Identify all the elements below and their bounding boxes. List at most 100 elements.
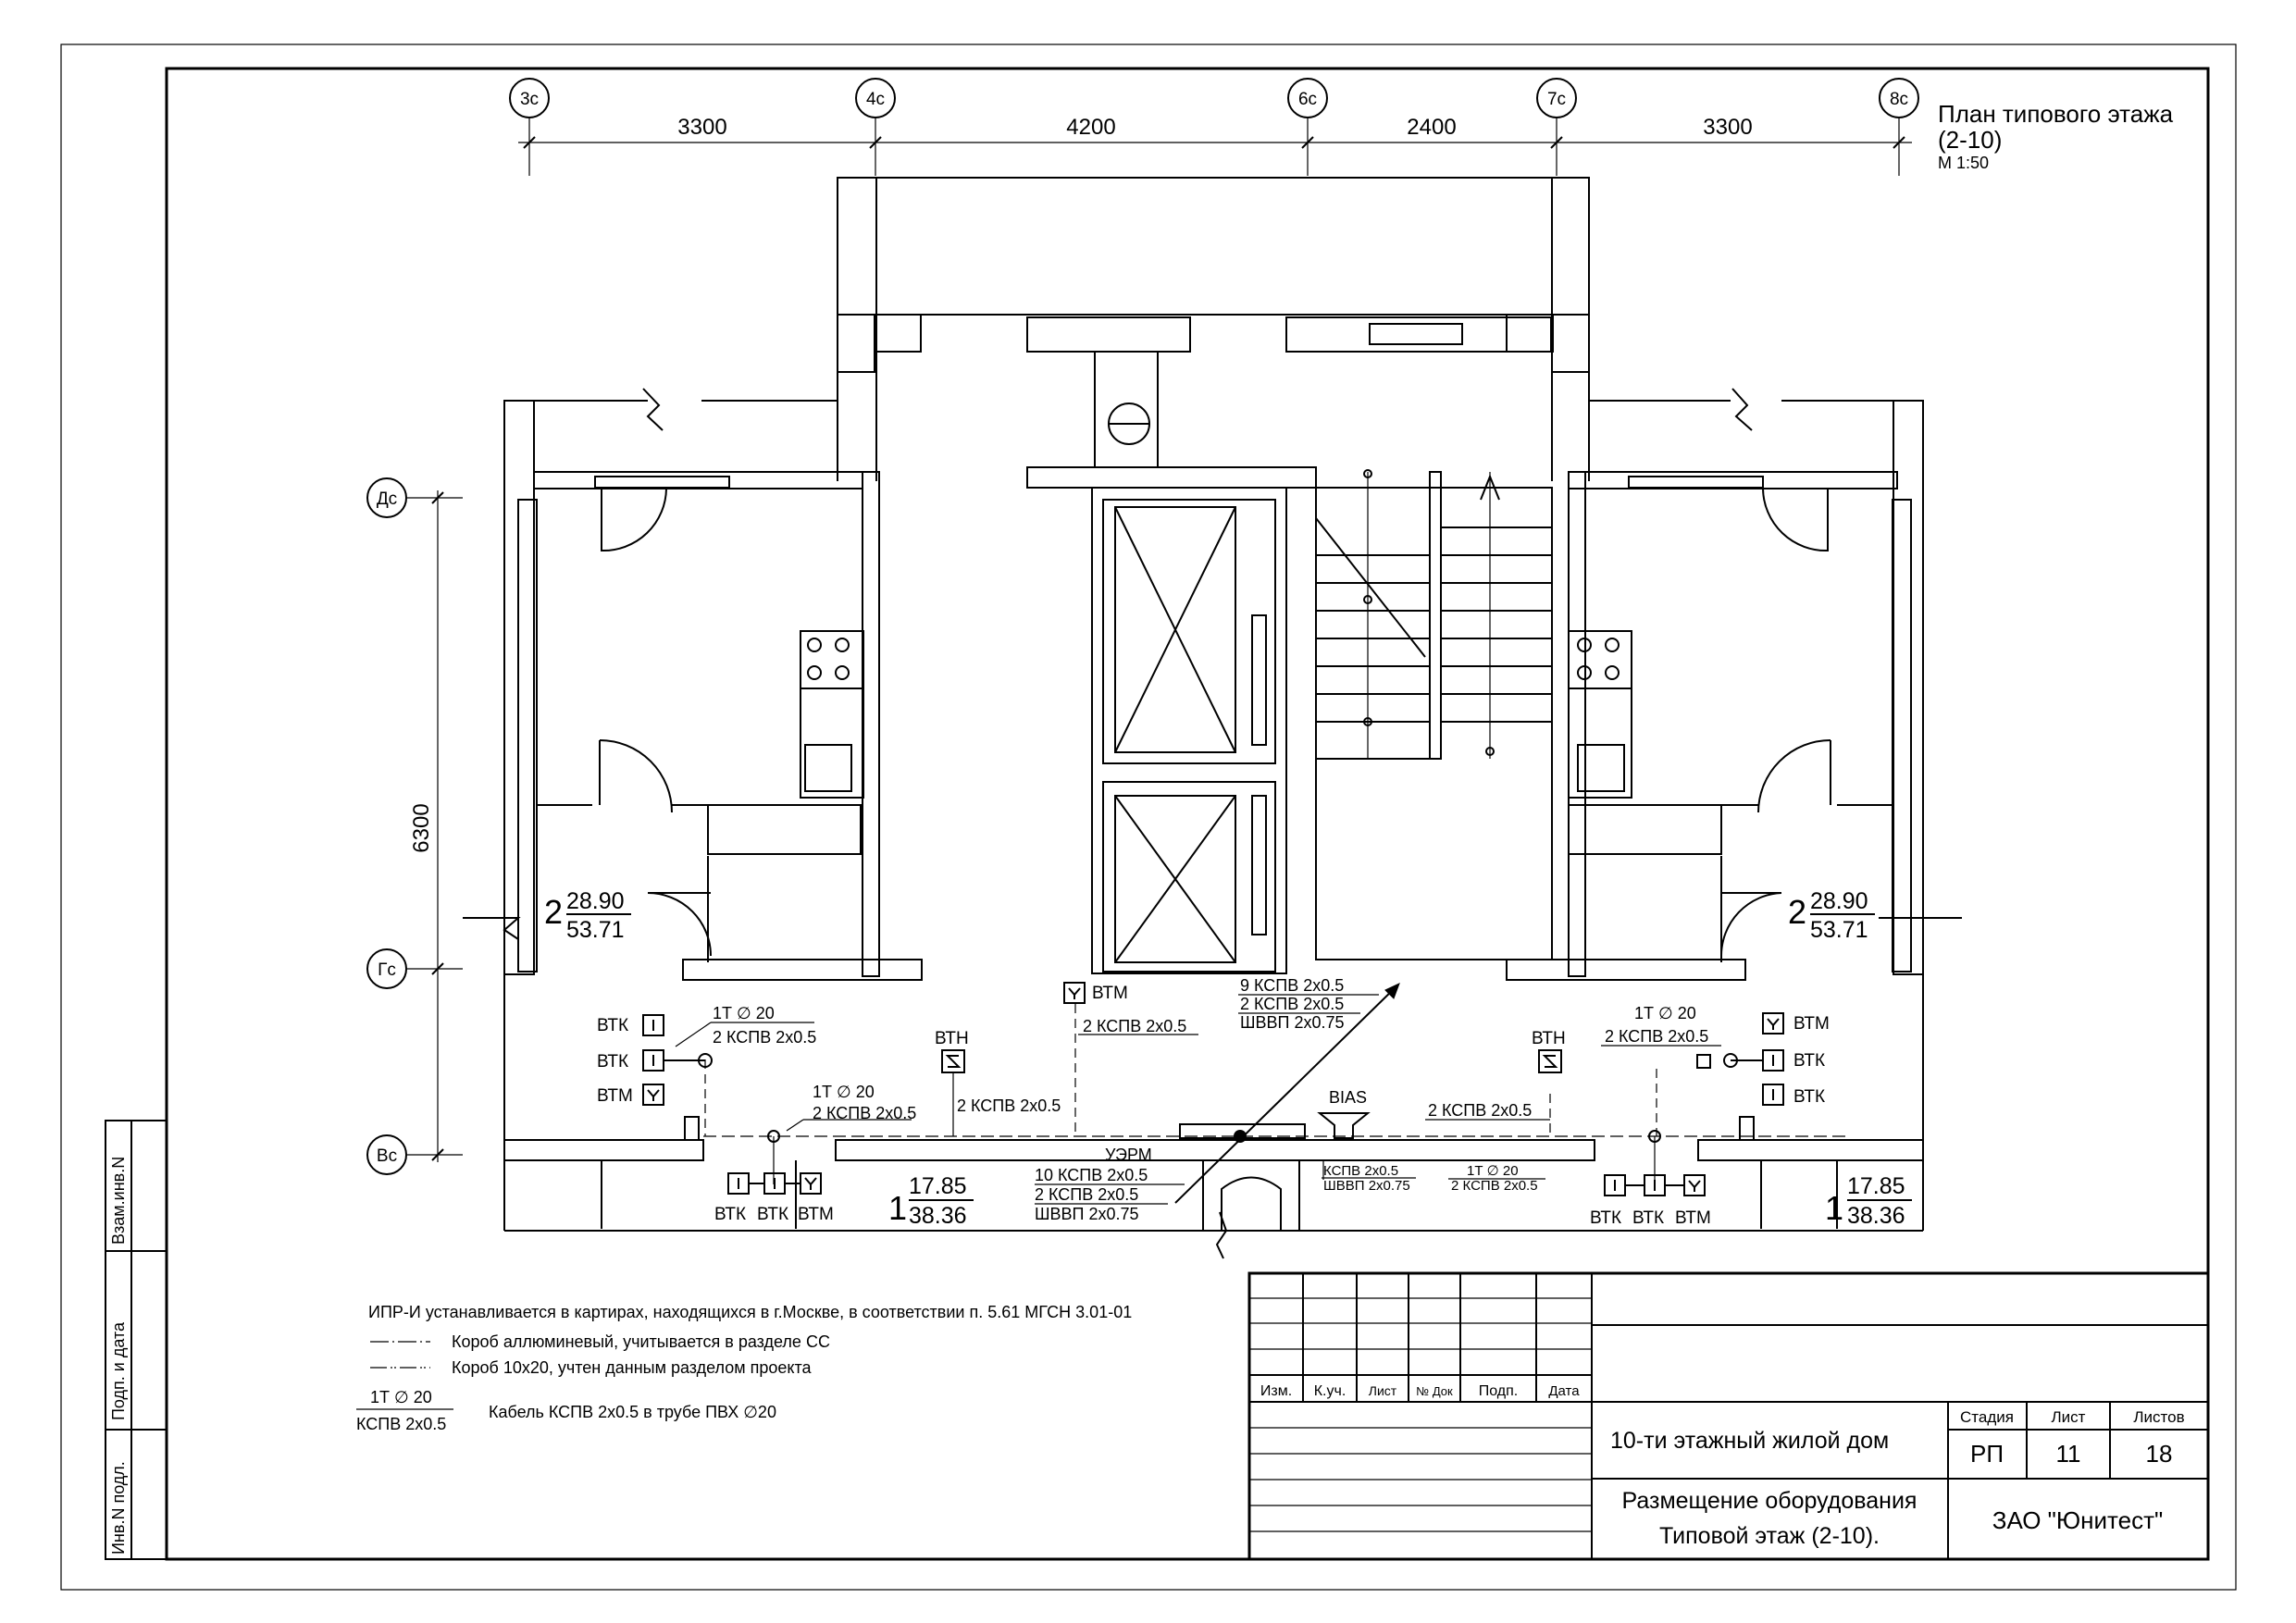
- svg-text:Лист: Лист: [2052, 1408, 2086, 1426]
- svg-text:ВТН: ВТН: [935, 1029, 969, 1048]
- apartment-label-left-bottom: 1 17.85 38.36: [888, 1173, 974, 1229]
- vtm-center: ВТМ 2 КСПВ 2х0.5: [1063, 982, 1198, 1035]
- svg-text:ВТК: ВТК: [1632, 1208, 1664, 1228]
- svg-text:РП: РП: [1970, 1440, 2004, 1468]
- svg-text:BIAS: BIAS: [1329, 1088, 1367, 1107]
- svg-text:ВТМ: ВТМ: [1793, 1014, 1830, 1034]
- svg-text:1: 1: [888, 1189, 907, 1227]
- legend-cable: Кабель КСПВ 2х0.5 в трубе ПВХ ∅20: [489, 1403, 776, 1421]
- svg-text:9 КСПВ 2х0.5: 9 КСПВ 2х0.5: [1240, 976, 1344, 995]
- svg-text:2: 2: [544, 893, 563, 931]
- svg-text:2 КСПВ 2х0.5: 2 КСПВ 2х0.5: [813, 1104, 916, 1122]
- svg-text:№ Док: № Док: [1416, 1384, 1453, 1398]
- svg-text:2 КСПВ 2х0.5: 2 КСПВ 2х0.5: [1035, 1185, 1138, 1204]
- outer-border: [60, 43, 2237, 1591]
- axis-6c: 6с: [1298, 90, 1317, 109]
- svg-text:ВТК: ВТК: [597, 1052, 628, 1072]
- legend-box-10x20: Короб 10х20, учтен данным разделом проек…: [452, 1358, 813, 1377]
- svg-text:28.90: 28.90: [566, 888, 625, 914]
- plan-subtitle: (2-10): [1938, 126, 2002, 154]
- note-ipr: ИПР-И устанавливается в картирах, находя…: [368, 1303, 1132, 1321]
- svg-text:2 КСПВ 2х0.5: 2 КСПВ 2х0.5: [1428, 1101, 1532, 1120]
- left-detectors-bottom: ВТК ВТК ВТМ 1Т ∅ 20 2 КСПВ 2х0.5: [714, 1083, 916, 1224]
- apartment-label-left-top: 2 28.90 53.71: [544, 888, 631, 943]
- column-axes: 3с 4с 6с 7с 8с 3300 4200 2400 3300: [509, 78, 1919, 176]
- svg-text:10 КСПВ 2х0.5: 10 КСПВ 2х0.5: [1035, 1166, 1148, 1184]
- svg-text:К.уч.: К.уч.: [1314, 1383, 1347, 1399]
- axis-8c: 8с: [1890, 90, 1908, 109]
- vtn-left: ВТН 2 КСПВ 2х0.5: [935, 1029, 1061, 1118]
- svg-text:1: 1: [1825, 1189, 1843, 1227]
- svg-text:КСПВ 2х0.5: КСПВ 2х0.5: [1323, 1163, 1398, 1179]
- bias-speaker: BIAS КСПВ 2х0.5 ШВВП 2х0.75: [1317, 1088, 1416, 1194]
- side-stamp-podp: Подп. и дата: [109, 1321, 128, 1420]
- vtn-right: ВТН 2 КСПВ 2х0.5: [1425, 1029, 1566, 1121]
- vtk-box-1: [642, 1014, 664, 1036]
- svg-text:ШВВП 2х0.75: ШВВП 2х0.75: [1240, 1013, 1345, 1032]
- svg-text:ВТК: ВТК: [757, 1205, 788, 1224]
- stair-treads: [1316, 527, 1552, 723]
- svg-text:Подп.: Подп.: [1479, 1383, 1519, 1399]
- svg-text:2: 2: [1788, 893, 1806, 931]
- svg-text:38.36: 38.36: [909, 1203, 967, 1229]
- inner-frame: [165, 67, 2210, 1561]
- axis-7c: 7с: [1547, 90, 1566, 109]
- svg-text:ВТМ: ВТМ: [1675, 1208, 1711, 1228]
- right-detectors-top: ВТМ ВТК ВТК 1Т ∅ 20 2 КСПВ 2х0.5: [1601, 1004, 1830, 1107]
- axis-vc: Вс: [377, 1146, 397, 1166]
- row-axes: Дс Гс Вс 6300: [366, 477, 463, 1175]
- stamp-doc-line1: Размещение оборудования: [1622, 1488, 1917, 1514]
- floor-plan: [463, 177, 1962, 1259]
- svg-text:2 КСПВ 2х0.5: 2 КСПВ 2х0.5: [1605, 1027, 1708, 1046]
- svg-text:Стадия: Стадия: [1960, 1408, 2014, 1426]
- side-stamp-inv: Инв.N подл.: [109, 1461, 128, 1555]
- stamp-project: 10-ти этажный жилой дом: [1610, 1428, 1889, 1454]
- svg-text:1Т ∅ 20: 1Т ∅ 20: [1467, 1163, 1519, 1179]
- svg-text:Дата: Дата: [1548, 1383, 1580, 1399]
- svg-text:ВТМ: ВТМ: [597, 1086, 633, 1106]
- svg-text:2 КСПВ 2х0.5: 2 КСПВ 2х0.5: [1083, 1017, 1186, 1035]
- svg-text:ВТМ: ВТМ: [798, 1205, 834, 1224]
- svg-text:Лист: Лист: [1369, 1383, 1397, 1398]
- axis-4c: 4с: [866, 90, 885, 109]
- stamp-doc-line2: Типовой этаж (2-10).: [1659, 1523, 1880, 1549]
- svg-text:1Т ∅ 20: 1Т ∅ 20: [713, 1004, 775, 1022]
- dim-3300-left: 3300: [677, 115, 726, 140]
- svg-text:18: 18: [2146, 1440, 2173, 1468]
- svg-text:ВТМ: ВТМ: [1092, 984, 1128, 1003]
- svg-text:17.85: 17.85: [1847, 1173, 1905, 1199]
- svg-text:2 КСПВ 2х0.5: 2 КСПВ 2х0.5: [1451, 1178, 1538, 1194]
- notes: ИПР-И устанавливается в картирах, находя…: [356, 1303, 1132, 1433]
- svg-text:ВТК: ВТК: [1793, 1051, 1825, 1071]
- svg-text:1Т ∅ 20: 1Т ∅ 20: [370, 1388, 432, 1406]
- vtm-box-1: [642, 1084, 664, 1106]
- svg-text:ВТК: ВТК: [714, 1205, 746, 1224]
- svg-text:38.36: 38.36: [1847, 1203, 1905, 1229]
- svg-text:2 КСПВ 2х0.5: 2 КСПВ 2х0.5: [713, 1028, 816, 1047]
- apartment-label-right-bottom: 1 17.85 38.36: [1825, 1173, 1912, 1229]
- svg-text:Листов: Листов: [2133, 1408, 2184, 1426]
- title-block: Изм. К.уч. Лист № Док Подп. Дата Стадия …: [1247, 1271, 2210, 1561]
- apartment-label-right-top: 2 28.90 53.71: [1788, 888, 1875, 943]
- side-stamp: Взам.инв.N Подп. и дата Инв.N подл.: [105, 1120, 168, 1560]
- dim-3300-right: 3300: [1703, 115, 1752, 140]
- riser-leader: 9 КСПВ 2х0.5 2 КСПВ 2х0.5 ШВВП 2х0.75 10…: [1035, 976, 1400, 1223]
- svg-text:ШВВП 2х0.75: ШВВП 2х0.75: [1323, 1178, 1410, 1194]
- plan-title: План типового этажа: [1938, 100, 2174, 128]
- svg-text:17.85: 17.85: [909, 1173, 967, 1199]
- svg-text:2 КСПВ 2х0.5: 2 КСПВ 2х0.5: [957, 1096, 1061, 1115]
- svg-text:УЭРМ: УЭРМ: [1105, 1146, 1152, 1164]
- svg-text:ШВВП 2х0.75: ШВВП 2х0.75: [1035, 1205, 1139, 1223]
- svg-text:ВТК: ВТК: [597, 1016, 628, 1035]
- svg-text:1Т ∅ 20: 1Т ∅ 20: [813, 1083, 875, 1101]
- stamp-company: ЗАО "Юнитест": [1992, 1506, 2164, 1534]
- svg-text:Изм.: Изм.: [1260, 1383, 1292, 1399]
- svg-text:28.90: 28.90: [1810, 888, 1868, 914]
- svg-text:КСПВ 2х0.5: КСПВ 2х0.5: [356, 1415, 446, 1433]
- svg-text:2 КСПВ 2х0.5: 2 КСПВ 2х0.5: [1240, 995, 1344, 1013]
- axis-gc: Гс: [378, 960, 396, 980]
- svg-text:ВТК: ВТК: [1590, 1208, 1621, 1228]
- svg-text:53.71: 53.71: [1810, 917, 1868, 943]
- dim-2400: 2400: [1407, 115, 1456, 140]
